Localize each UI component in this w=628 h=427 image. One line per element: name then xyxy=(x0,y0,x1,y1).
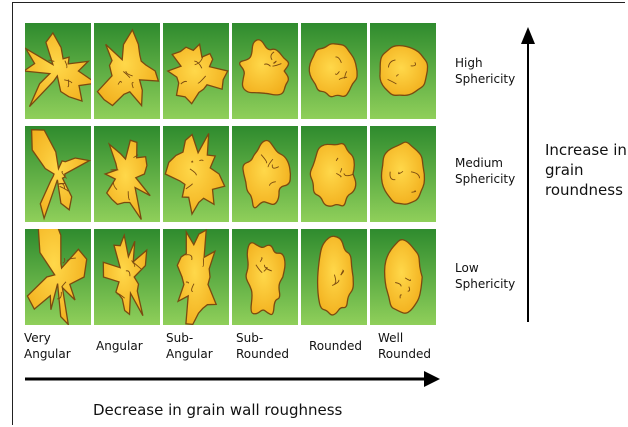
x-axis-arrow-head-icon xyxy=(424,371,440,387)
y-axis-arrow-head-icon xyxy=(521,27,535,44)
